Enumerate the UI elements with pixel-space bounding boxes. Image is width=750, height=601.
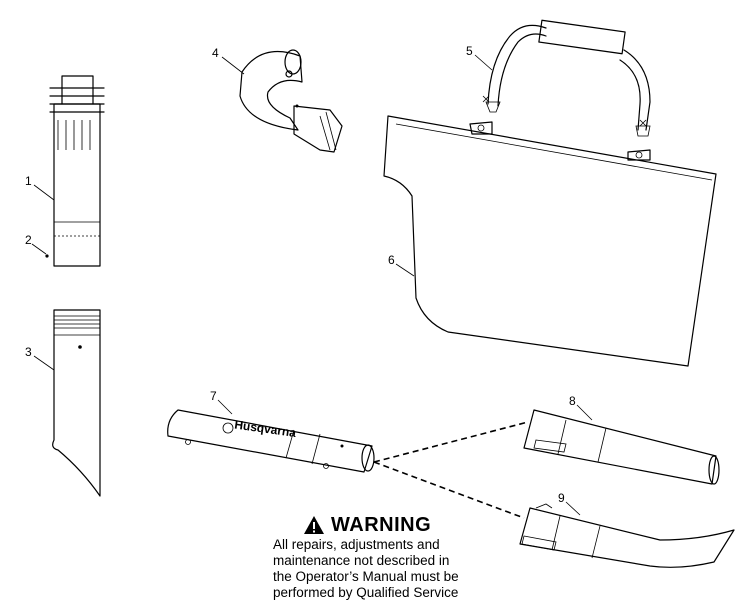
callout-4: 4 xyxy=(212,46,219,60)
warning-heading: WARNING xyxy=(303,513,513,537)
connector-line-to-9 xyxy=(373,461,525,519)
part-5-shoulder-strap xyxy=(482,19,651,137)
callout-8: 8 xyxy=(569,394,576,408)
part-4-elbow xyxy=(239,49,343,153)
warning-line-3: the Operator’s Manual must be xyxy=(273,569,459,584)
part-6-collection-bag xyxy=(383,115,717,367)
warning-triangle-icon xyxy=(304,516,324,534)
callout-6: 6 xyxy=(388,253,395,267)
part-1-straight-tube xyxy=(49,75,105,267)
part-2-screw xyxy=(45,254,49,258)
callout-7: 7 xyxy=(210,389,217,403)
connector-line-to-8 xyxy=(373,421,529,463)
callout-9: 9 xyxy=(558,491,565,505)
warning-line-2: maintenance not described in xyxy=(273,553,450,568)
part-9-flat-nozzle xyxy=(519,503,735,568)
brand-label: Husqvarna xyxy=(234,417,298,440)
part-8-round-nozzle xyxy=(523,409,720,485)
callout-5: 5 xyxy=(466,44,473,58)
warning-line-4: performed by Qualified Service xyxy=(273,585,459,600)
warning-notice: WARNING All repairs, adjustments and mai… xyxy=(273,513,513,601)
callout-1: 1 xyxy=(25,174,32,188)
callout-3: 3 xyxy=(25,345,32,359)
part-3-angled-tube xyxy=(52,309,101,497)
part-7-blower-tube: Husqvarna xyxy=(167,409,375,473)
leader-lines xyxy=(31,54,593,516)
warning-title: WARNING xyxy=(331,513,432,536)
warning-line-1: All repairs, adjustments and xyxy=(273,537,440,552)
callout-2: 2 xyxy=(25,233,32,247)
